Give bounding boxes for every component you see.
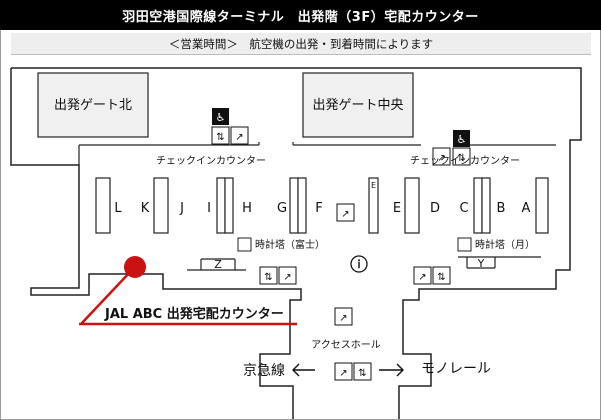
title-bar: 羽田空港国際線ターミナル 出発階（3F）宅配カウンター — [0, 0, 601, 30]
svg-text:↗: ↗ — [339, 313, 347, 324]
svg-text:↗: ↗ — [418, 272, 426, 283]
z-marker — [187, 258, 246, 271]
gate-north-box — [37, 72, 149, 138]
elevator-icon: ⇅ ↗ — [259, 266, 297, 285]
access-hall-label: アクセスホール — [311, 339, 381, 351]
escalator-icon: ↗ — [336, 203, 355, 222]
svg-text:↗: ↗ — [235, 132, 243, 143]
counter-islands — [95, 177, 549, 234]
counter-letter-small: E — [371, 181, 376, 190]
business-hours: ＜営業時間＞ 航空機の出発・到着時間によります — [11, 33, 591, 55]
terminal-outline — [10, 67, 582, 419]
counter-letter: K — [141, 201, 150, 216]
z-marker-label: Z — [214, 258, 222, 271]
svg-text:↗: ↗ — [283, 272, 291, 283]
svg-text:⇅: ⇅ — [437, 272, 445, 283]
information-icon: ｉ — [350, 255, 368, 273]
restroom-icon: ♿ ↗ ⇅ — [432, 130, 471, 166]
svg-text:⇅: ⇅ — [264, 272, 272, 283]
callout-leader-line — [80, 269, 133, 325]
counter-letter: H — [242, 201, 252, 216]
svg-text:⇅: ⇅ — [358, 368, 366, 379]
y-marker — [458, 256, 541, 269]
counter-callout-label: JAL ABC 出発宅配カウンター — [104, 306, 284, 322]
svg-text:⇅: ⇅ — [457, 153, 465, 164]
counter-letter: D — [430, 201, 440, 216]
restroom-icon: ♿ ⇅ ↗ — [211, 108, 249, 145]
gate-north-label: 出発ゲート北 — [54, 98, 132, 113]
counter-letter: C — [459, 201, 468, 216]
counter-letter: L — [114, 201, 122, 216]
svg-text:⇅: ⇅ — [216, 132, 224, 143]
counter-letter: G — [277, 201, 287, 216]
keikyu-arrow-icon — [292, 363, 315, 377]
escalator-icon: ↗ — [334, 307, 353, 326]
counter-letter: F — [315, 201, 322, 216]
keikyu-line-label: 京急線 — [243, 363, 285, 379]
svg-text:♿: ♿ — [216, 111, 226, 124]
gate-center-label: 出発ゲート中央 — [312, 98, 403, 113]
checkin-label-right: チェックインカウンター — [410, 155, 520, 167]
clock-tower-icon — [237, 237, 252, 252]
map-frame: ＜営業時間＞ 航空機の出発・到着時間によります 出発ゲート北 出発ゲート中央 ♿… — [0, 30, 601, 420]
counter-letter: I — [207, 201, 211, 216]
svg-text:↗: ↗ — [339, 368, 347, 379]
monorail-arrow-icon — [379, 363, 404, 377]
monorail-label: モノレール — [421, 361, 491, 377]
y-marker-label: Y — [477, 257, 485, 270]
clock-tower-icon — [457, 237, 472, 252]
clock-tower-fuji-label: 時計塔（富士） — [255, 238, 325, 251]
svg-text:↗: ↗ — [341, 209, 349, 220]
counter-letter: E — [393, 201, 401, 216]
checkin-label-left: チェックインカウンター — [156, 155, 266, 167]
elevator-icon: ↗ ⇅ — [413, 266, 451, 285]
counter-letter: J — [179, 201, 184, 216]
counter-letter: B — [497, 201, 506, 216]
svg-text:↗: ↗ — [437, 153, 445, 164]
floor-map: 出発ゲート北 出発ゲート中央 ♿ ⇅ ↗ ♿ ↗ ⇅ チェックインカウンター — [10, 67, 582, 419]
gate-center-box — [302, 72, 414, 138]
svg-text:ｉ: ｉ — [354, 258, 365, 271]
svg-text:♿: ♿ — [457, 133, 467, 146]
elevator-icon: ↗ ⇅ — [334, 362, 372, 381]
counter-letter: A — [522, 201, 531, 216]
clock-tower-moon-label: 時計塔（月） — [475, 238, 535, 251]
